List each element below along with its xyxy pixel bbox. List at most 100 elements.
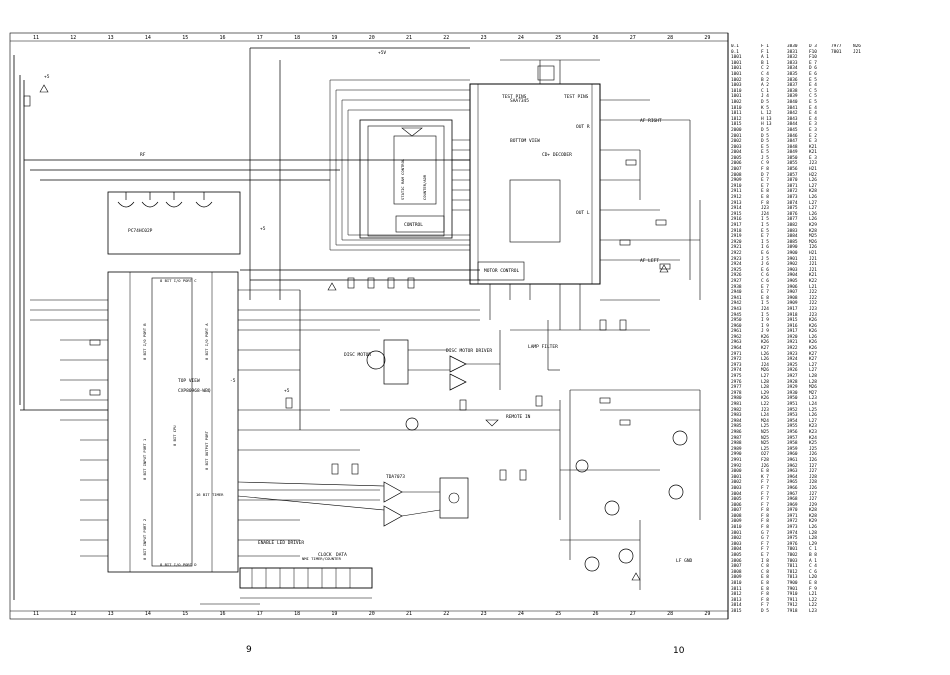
parts-cell: 1001: [731, 55, 742, 61]
parts-cell: F 8: [761, 592, 769, 598]
parts-cell: 3916: [787, 323, 798, 329]
parts-cell: L24: [761, 413, 769, 419]
parts-cell: 1001: [731, 66, 742, 72]
parts-cell: 0.1: [731, 44, 739, 49]
parts-cell: 3845: [787, 127, 798, 133]
parts-cell: 3926: [787, 368, 798, 374]
ruler-number: 16: [219, 611, 226, 617]
parts-cell: 2915: [731, 211, 742, 217]
port-label-in2: 8 BIT INPUT PORT 2: [142, 519, 147, 560]
parts-cell: I 5: [761, 312, 769, 318]
parts-cell: 7977: [831, 44, 842, 49]
parts-cell: C 1: [761, 88, 769, 94]
parts-cell: 3975: [787, 536, 798, 542]
parts-cell: 1010: [731, 88, 742, 94]
ruler-number: 20: [368, 35, 375, 41]
parts-cell: 2003: [731, 144, 742, 150]
port-label-b: 8 BIT I/O PORT B: [142, 323, 147, 360]
parts-cell: 3835: [787, 71, 798, 77]
parts-cell: 2005: [731, 155, 742, 161]
ruler-number: 25: [555, 35, 562, 41]
label-data: DATA: [336, 552, 347, 558]
parts-cell: D 3: [809, 44, 817, 49]
parts-cell: E 3: [809, 155, 817, 161]
parts-cell: F 7: [761, 502, 769, 508]
parts-cell: 3969: [787, 502, 798, 508]
parts-cell: 2002: [731, 139, 742, 145]
parts-cell: 2975: [731, 374, 742, 380]
ram-block: [359, 119, 453, 239]
parts-cell: 3833: [787, 60, 798, 66]
parts-cell: 3003: [731, 485, 742, 491]
parts-cell: K28: [809, 508, 817, 514]
parts-cell: 2914: [731, 206, 742, 212]
parts-cell: F 8: [761, 513, 769, 519]
parts-cell: 3967: [787, 491, 798, 497]
parts-cell: 7813: [787, 575, 798, 581]
parts-cell: C 4: [761, 71, 769, 77]
parts-cell: 1811: [731, 111, 742, 117]
parts-cell: 7811: [787, 564, 798, 570]
parts-cell: 3009: [731, 519, 742, 525]
parts-cell: L26: [809, 217, 817, 223]
parts-cell: H22: [809, 172, 817, 178]
parts-cell: D 5: [761, 99, 769, 105]
ruler-number: 18: [294, 611, 301, 617]
parts-cell: M26: [809, 239, 817, 245]
parts-cell: F28: [761, 457, 769, 463]
parts-cell: 2981: [731, 402, 742, 407]
parts-cell: 3846: [787, 133, 798, 139]
parts-cell: E 4: [809, 105, 817, 111]
parts-cell: 3963: [787, 469, 798, 475]
parts-cell: 2004: [731, 150, 742, 156]
parts-cell: K26: [761, 334, 769, 340]
parts-cell: 3955: [787, 424, 798, 430]
parts-cell: 3918: [787, 312, 798, 318]
parts-cell: 2989: [731, 446, 742, 452]
parts-cell: 3849: [787, 150, 798, 156]
parts-cell: C 5: [809, 94, 817, 100]
parts-cell: E 4: [809, 111, 817, 117]
page-number-right: 10: [673, 646, 685, 656]
parts-cell: K26: [761, 396, 769, 402]
parts-cell: E 2: [809, 133, 817, 139]
bottom-connector: [239, 567, 373, 589]
parts-cell: 2972: [731, 357, 742, 363]
parts-cell: L22: [761, 402, 769, 407]
parts-cell: 7912: [787, 603, 798, 609]
ruler-number: 14: [144, 611, 151, 617]
port-label-in1: 8 BIT INPUT PORT 1: [142, 438, 147, 480]
parts-cell: 3904: [787, 273, 798, 279]
parts-cell: 2984: [731, 418, 742, 424]
parts-cell: 2985: [731, 424, 742, 430]
parts-cell: J23: [809, 312, 817, 318]
parts-cell: D 5: [761, 608, 769, 614]
parts-cell: K28: [809, 513, 817, 519]
parts-cell: J28: [809, 480, 817, 486]
ruler-number: 19: [331, 611, 338, 617]
parts-cell: 2962: [731, 334, 742, 340]
parts-cell: C 8: [761, 564, 769, 570]
parts-cell: 2964: [731, 346, 742, 352]
ruler-number: 18: [294, 35, 301, 41]
parts-cell: 3876: [787, 211, 798, 217]
parts-cell: J23: [809, 161, 817, 167]
ruler-number: 15: [182, 35, 189, 41]
